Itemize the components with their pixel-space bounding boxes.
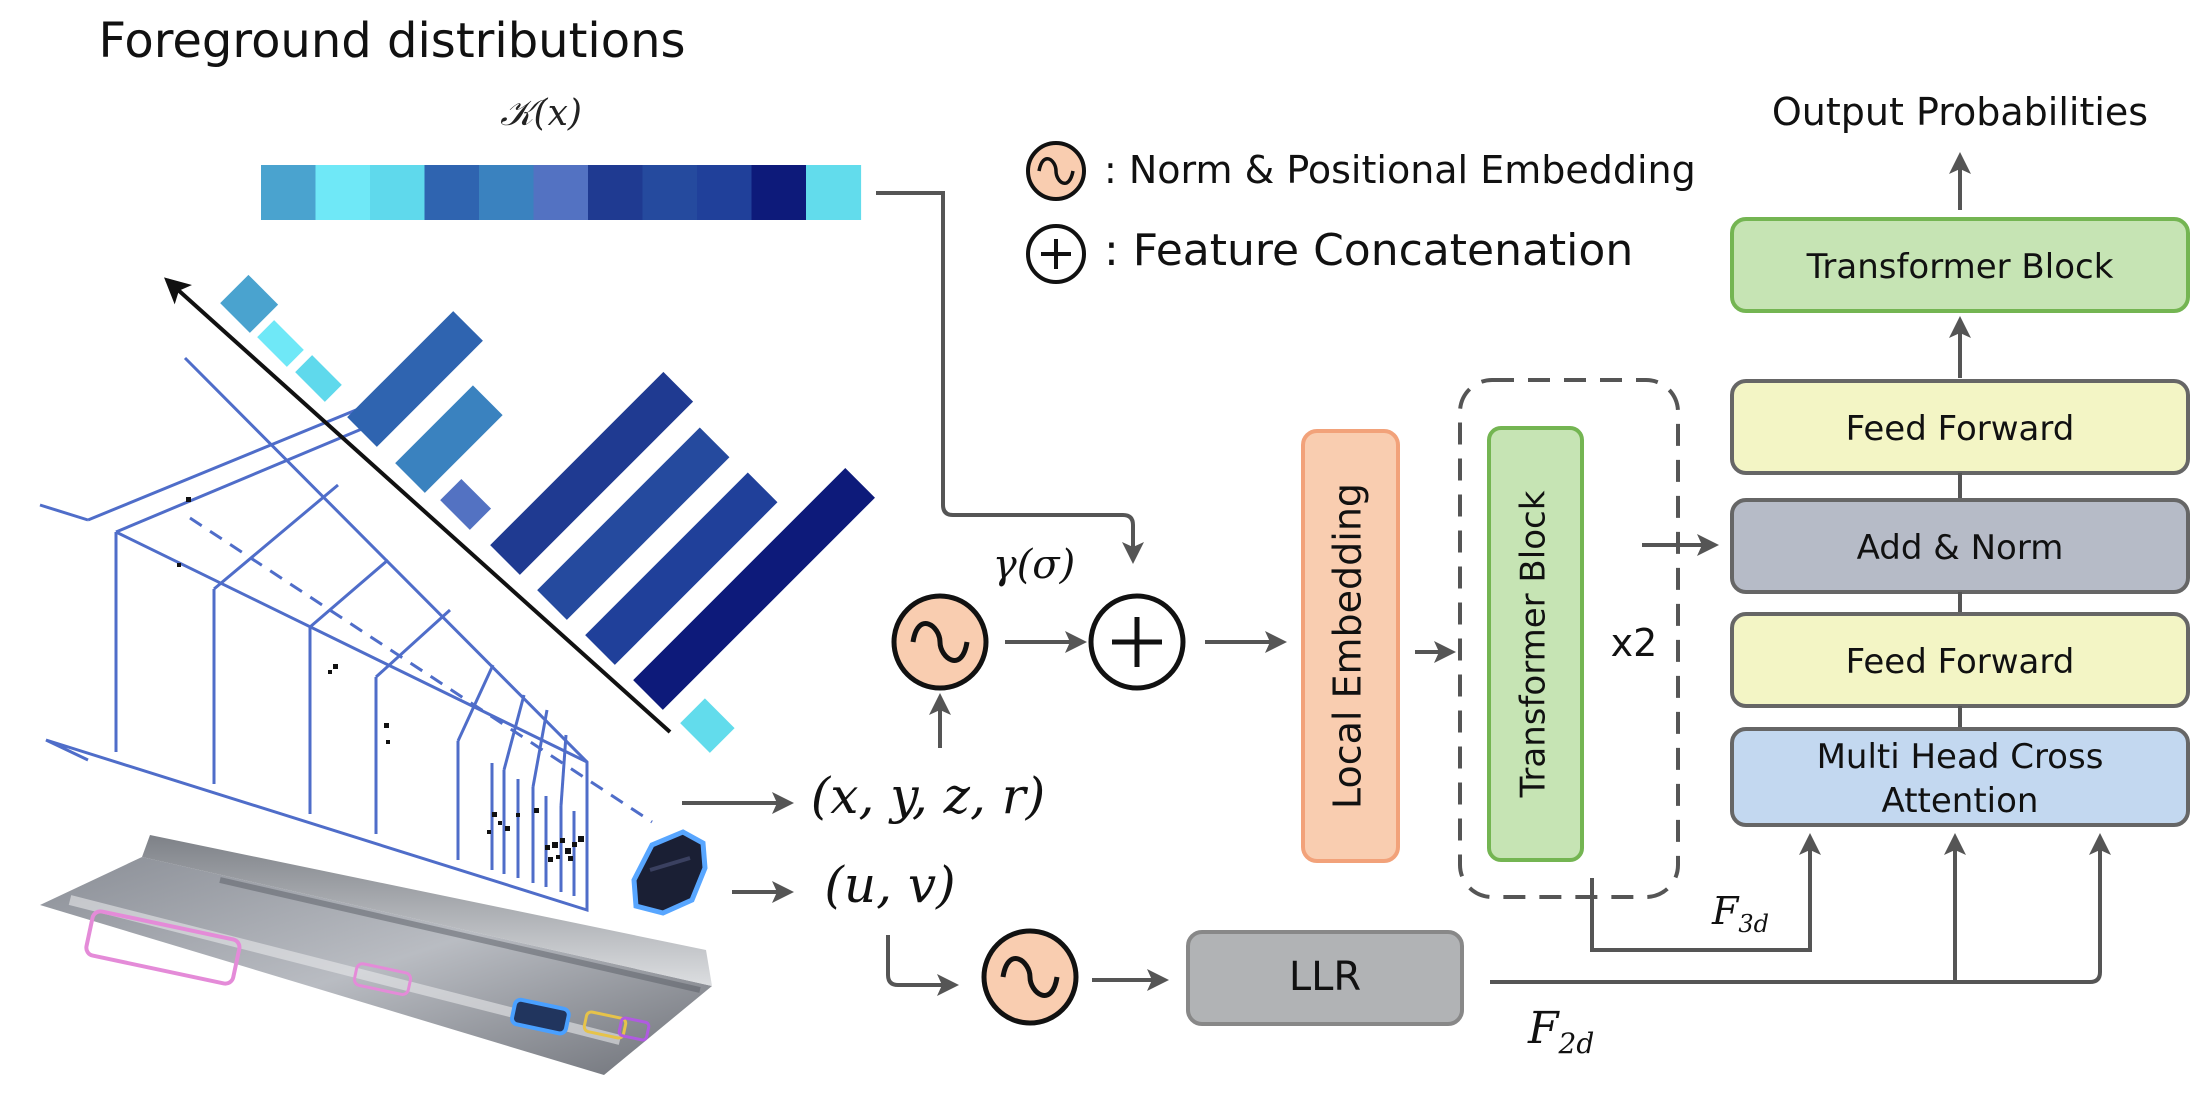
mhca-label-line2: Attention <box>1882 781 2039 821</box>
feed-forward-upper-label: Feed Forward <box>1846 409 2075 449</box>
car-patch <box>631 829 708 916</box>
legend-concat-text: : Feature Concatenation <box>1104 225 1633 276</box>
depth-axis-arrow <box>164 277 672 734</box>
transformer-block-inner: Transformer Block <box>1487 426 1584 862</box>
repeat-container <box>1458 378 1680 899</box>
uv-to-norm-arrow <box>886 935 959 996</box>
xyzr-label: (x, y, z, r) <box>811 767 1045 825</box>
strip-cell <box>806 165 862 220</box>
legend-concat: : Feature Concatenation <box>1026 224 1633 284</box>
feed-forward-lower: Feed Forward <box>1730 612 2190 708</box>
frustum-grid <box>39 356 653 913</box>
distribution-bars <box>220 274 875 753</box>
distribution-bar <box>295 355 342 402</box>
distribution-bar <box>440 478 492 530</box>
strip-cell <box>751 165 807 220</box>
legend-norm-text: : Norm & Positional Embedding <box>1104 148 1696 192</box>
camera-image <box>40 835 712 1075</box>
kernel-label: 𝒦(x) <box>500 93 582 134</box>
gamma-label: γ(σ) <box>993 542 1075 588</box>
strip-cell <box>533 165 589 220</box>
distribution-bar <box>680 698 735 753</box>
uv-label: (u, v) <box>824 856 955 914</box>
distribution-bar <box>257 320 304 367</box>
norm-embed-node-upper <box>891 593 989 691</box>
distribution-bar <box>220 274 279 333</box>
distribution-bar <box>395 385 503 493</box>
strip-cell <box>479 165 535 220</box>
local-embedding-block: Local Embedding <box>1301 429 1400 863</box>
f2d-label: F2d <box>1527 1003 1594 1060</box>
diagram-title: Foreground distributions <box>98 13 685 69</box>
distribution-bar <box>537 427 730 620</box>
strip-cell <box>261 165 317 220</box>
top-transformer-label: Transformer Block <box>1806 247 2114 287</box>
distribution-strip <box>261 165 862 220</box>
strip-cell <box>370 165 426 220</box>
add-norm-block: Add & Norm <box>1730 498 2190 594</box>
output-label: Output Probabilities <box>1772 90 2148 134</box>
strip-cell <box>424 165 480 220</box>
local-embedding-label: Local Embedding <box>1326 483 1370 809</box>
distribution-bar <box>633 468 875 710</box>
lidar-points <box>177 497 584 862</box>
legend-norm: : Norm & Positional Embedding <box>1026 141 1696 201</box>
strip-cell <box>697 165 753 220</box>
transformer-block-inner-label: Transformer Block <box>1514 490 1554 798</box>
f2d-path <box>1490 833 2111 984</box>
distribution-bar <box>490 371 694 575</box>
strip-cell <box>642 165 698 220</box>
add-norm-label: Add & Norm <box>1857 528 2064 568</box>
top-transformer-block: Transformer Block <box>1730 217 2190 313</box>
strip-cell <box>588 165 644 220</box>
strip-to-concat-arrow <box>876 191 1144 564</box>
f3d-path <box>1590 833 1821 952</box>
multi-head-cross-attention: Multi Head Cross Attention <box>1730 727 2190 827</box>
distribution-bar <box>585 472 778 665</box>
concat-node <box>1088 593 1186 691</box>
mhca-label-line1: Multi Head Cross <box>1817 737 2104 777</box>
distribution-bar <box>347 311 483 447</box>
feed-forward-upper: Feed Forward <box>1730 379 2190 475</box>
norm-embed-node-lower <box>981 928 1079 1026</box>
feed-forward-lower-label: Feed Forward <box>1846 642 2075 682</box>
f3d-label: F3d <box>1711 889 1769 938</box>
llr-block: LLR <box>1186 930 1464 1026</box>
strip-cell <box>315 165 371 220</box>
repeat-label: x2 <box>1611 621 1658 665</box>
llr-label: LLR <box>1289 954 1361 1000</box>
